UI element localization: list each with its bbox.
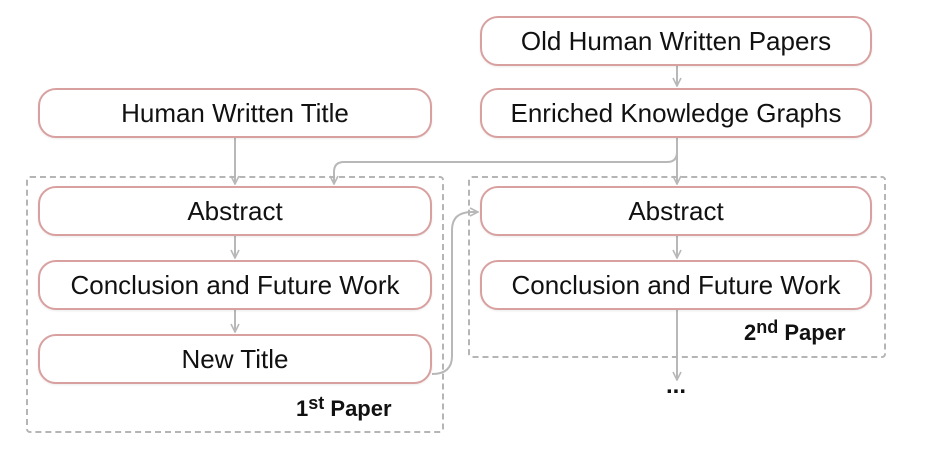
paper-1-new-title-node: New Title	[38, 334, 432, 384]
paper-1-number: 1	[296, 396, 309, 421]
continuation-ellipsis: ...	[666, 372, 687, 399]
human-written-title-node: Human Written Title	[38, 88, 432, 138]
paper-1-abstract-node: Abstract	[38, 186, 432, 236]
paper-2-number: 2	[744, 320, 757, 345]
paper-1-ordinal: st	[308, 393, 325, 413]
paper-2-ordinal: nd	[756, 317, 779, 337]
paper-2-word: Paper	[784, 320, 846, 345]
paper-2-abstract-node: Abstract	[480, 186, 872, 236]
paper-2-group	[468, 176, 886, 358]
arrow-kg-to-p1-abstract	[334, 140, 678, 184]
paper-1-label: 1st Paper	[296, 393, 392, 422]
paper-2-label: 2nd Paper	[744, 317, 846, 346]
old-human-written-papers-node: Old Human Written Papers	[480, 16, 872, 66]
paper-1-group	[26, 176, 444, 433]
enriched-knowledge-graphs-node: Enriched Knowledge Graphs	[480, 88, 872, 138]
paper-2-conclusion-node: Conclusion and Future Work	[480, 260, 872, 310]
paper-1-conclusion-node: Conclusion and Future Work	[38, 260, 432, 310]
paper-1-word: Paper	[330, 396, 392, 421]
